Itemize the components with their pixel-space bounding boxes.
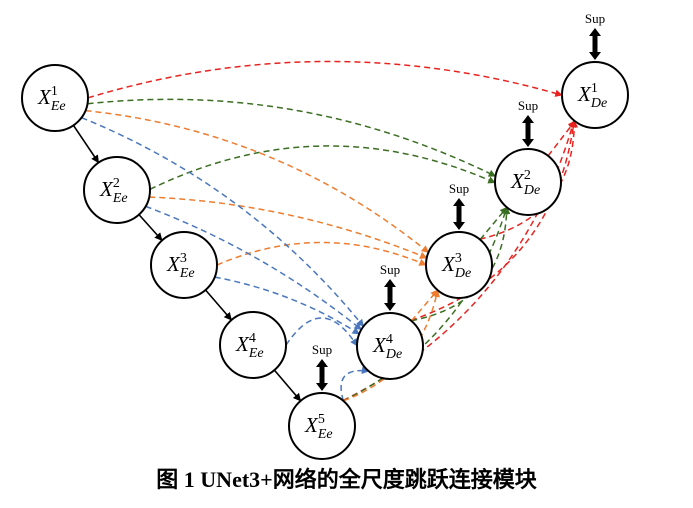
arrow-head-down bbox=[589, 52, 601, 60]
arrow-head-down bbox=[384, 303, 396, 311]
connection-e1-to-d2 bbox=[87, 98, 497, 177]
supervision-d4: Sup bbox=[380, 262, 400, 311]
connection-e2-to-e3 bbox=[138, 214, 163, 241]
sup-label: Sup bbox=[518, 98, 538, 113]
connection-e4-to-d4 bbox=[285, 317, 358, 347]
arrow-head-down bbox=[453, 222, 465, 230]
node-circle bbox=[425, 231, 493, 299]
node-circle bbox=[561, 61, 629, 129]
connection-e2-to-d3 bbox=[149, 196, 428, 259]
sup-label: Sup bbox=[585, 11, 605, 26]
node-circle bbox=[21, 64, 89, 132]
connection-e1-to-d3 bbox=[85, 109, 430, 253]
node-circle bbox=[494, 148, 562, 216]
arrow-head-up bbox=[522, 115, 534, 123]
figure-caption: 图 1 UNet3+网络的全尺度跳跃连接模块 bbox=[156, 467, 537, 492]
node-circle bbox=[219, 311, 287, 379]
sup-label: Sup bbox=[312, 342, 332, 357]
sup-label: Sup bbox=[449, 181, 469, 196]
node-circle bbox=[83, 156, 151, 224]
node-circle bbox=[150, 231, 218, 299]
supervision-e5: Sup bbox=[312, 342, 332, 391]
connection-e5-to-d2 bbox=[342, 206, 509, 402]
connection-e4-to-e5 bbox=[273, 369, 302, 402]
node-circle bbox=[356, 312, 424, 380]
sup-label: Sup bbox=[380, 262, 400, 277]
node-circle bbox=[288, 392, 356, 460]
connection-e2-to-d4 bbox=[145, 205, 362, 331]
connection-e3-to-e4 bbox=[204, 289, 233, 321]
connection-e5-to-d3 bbox=[343, 289, 440, 402]
arrow-head-up bbox=[453, 198, 465, 206]
supervision-d3: Sup bbox=[449, 181, 469, 230]
connection-d4-to-d3 bbox=[410, 289, 439, 322]
arrow-head-down bbox=[316, 383, 328, 391]
connection-e1-to-d1 bbox=[87, 60, 563, 99]
connection-e5-to-d4 bbox=[340, 366, 370, 402]
arrow-head-up bbox=[384, 279, 396, 287]
arrow-head-up bbox=[316, 359, 328, 367]
supervision-d1: Sup bbox=[585, 11, 605, 60]
arrow-head-down bbox=[522, 139, 534, 147]
connection-d4-to-d1 bbox=[410, 119, 577, 322]
connection-e1-to-e2 bbox=[72, 124, 100, 164]
supervision-d2: Sup bbox=[518, 98, 538, 147]
connection-d2-to-d1 bbox=[547, 120, 576, 157]
arrow-head-up bbox=[589, 28, 601, 36]
